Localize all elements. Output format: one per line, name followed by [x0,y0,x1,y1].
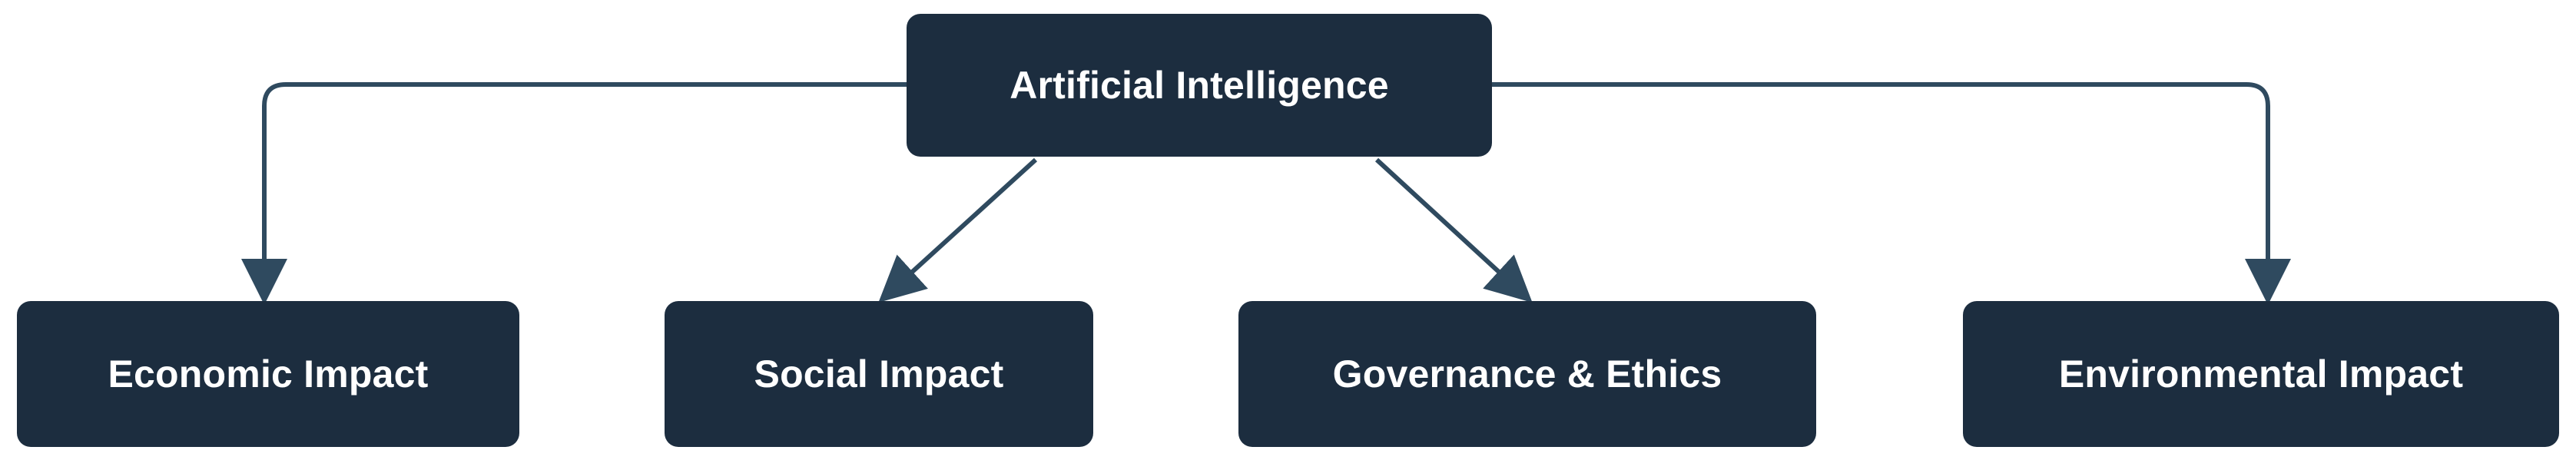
connector-environmental [1492,82,2291,305]
node-label: Economic Impact [108,352,429,396]
node-label: Environmental Impact [2058,352,2464,396]
connector-social [878,157,1038,303]
node-governance-ethics[interactable]: Governance & Ethics [1238,301,1816,447]
node-artificial-intelligence[interactable]: Artificial Intelligence [907,14,1492,157]
node-label: Social Impact [754,352,1004,396]
node-label: Governance & Ethics [1332,352,1722,396]
connector-economic [241,82,907,305]
connector-governance [1374,157,1533,303]
node-economic-impact[interactable]: Economic Impact [17,301,519,447]
node-label: Artificial Intelligence [1010,64,1389,107]
node-environmental-impact[interactable]: Environmental Impact [1963,301,2559,447]
node-social-impact[interactable]: Social Impact [665,301,1093,447]
